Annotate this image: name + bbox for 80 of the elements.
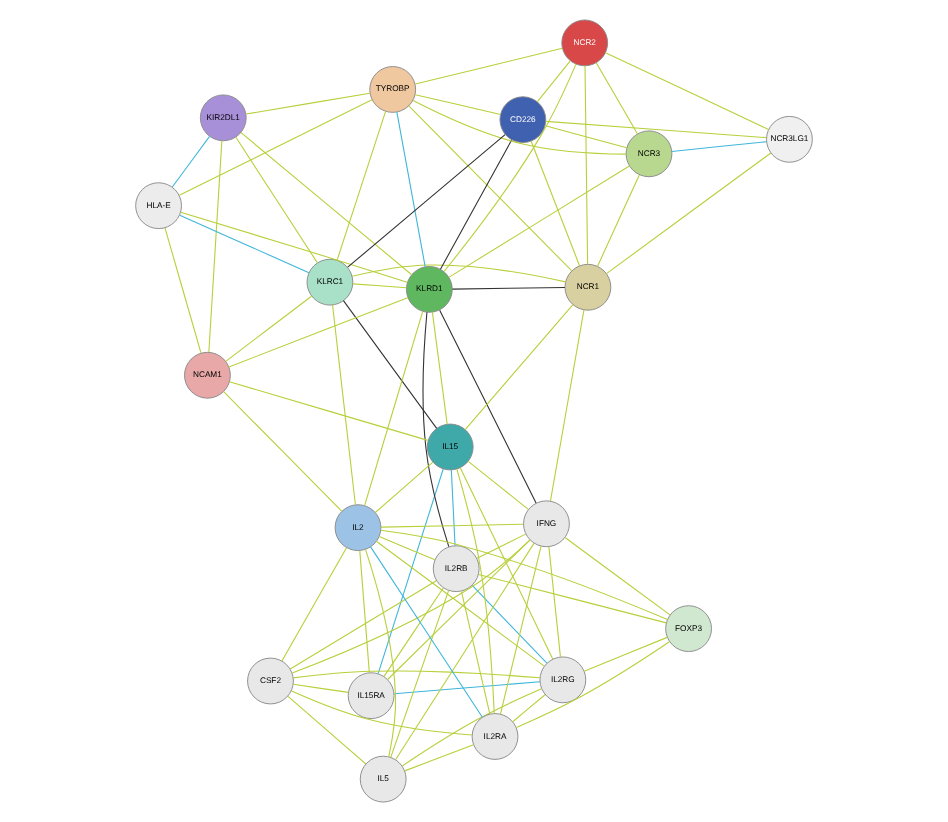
connector bbox=[281, 547, 348, 662]
connector bbox=[332, 304, 356, 506]
connector bbox=[595, 62, 638, 135]
connector bbox=[515, 641, 670, 729]
connector bbox=[228, 381, 429, 441]
connector bbox=[401, 688, 543, 767]
connector bbox=[450, 469, 456, 547]
connector bbox=[380, 529, 669, 621]
connector bbox=[292, 670, 541, 679]
connector bbox=[374, 461, 434, 514]
connector bbox=[544, 125, 628, 149]
connector bbox=[408, 105, 573, 272]
connector bbox=[359, 550, 370, 674]
connector bbox=[291, 539, 531, 674]
connector bbox=[414, 94, 502, 116]
connector bbox=[240, 132, 412, 276]
connector bbox=[605, 152, 772, 275]
connector bbox=[548, 546, 561, 658]
connector bbox=[512, 694, 546, 723]
connector bbox=[376, 540, 545, 667]
connector bbox=[380, 523, 524, 528]
connector bbox=[422, 311, 450, 548]
connector bbox=[584, 65, 589, 265]
connector bbox=[291, 690, 473, 736]
connector bbox=[499, 545, 542, 715]
connector bbox=[460, 590, 491, 715]
connector bbox=[604, 52, 770, 131]
connector bbox=[347, 134, 506, 268]
connector bbox=[404, 744, 475, 772]
connector bbox=[289, 580, 437, 670]
connector bbox=[171, 135, 211, 188]
connector bbox=[228, 297, 409, 368]
connector bbox=[414, 47, 563, 85]
connector bbox=[443, 63, 577, 272]
connector bbox=[467, 460, 529, 510]
connector bbox=[393, 681, 541, 695]
connector bbox=[235, 136, 318, 264]
connector bbox=[377, 468, 444, 675]
connector bbox=[364, 311, 424, 507]
connector bbox=[412, 100, 627, 155]
connector bbox=[536, 60, 571, 103]
connector bbox=[390, 590, 450, 758]
connector bbox=[439, 139, 513, 270]
connector bbox=[164, 227, 202, 354]
connector bbox=[225, 295, 313, 362]
connector bbox=[351, 264, 566, 283]
connector bbox=[342, 300, 438, 429]
connector bbox=[352, 283, 407, 289]
connector bbox=[370, 546, 483, 718]
connector bbox=[459, 467, 554, 660]
connector bbox=[431, 311, 448, 425]
connector bbox=[180, 211, 408, 283]
connector bbox=[383, 587, 444, 677]
connector bbox=[364, 548, 397, 758]
connector bbox=[476, 533, 527, 559]
connector bbox=[464, 304, 574, 431]
connector bbox=[564, 536, 671, 616]
connector bbox=[477, 573, 667, 624]
connector bbox=[596, 174, 640, 267]
connector bbox=[545, 120, 767, 139]
connector bbox=[456, 468, 495, 715]
connector bbox=[378, 535, 436, 561]
connector bbox=[671, 141, 768, 152]
connector bbox=[178, 99, 373, 196]
connector bbox=[287, 695, 367, 765]
connector bbox=[292, 683, 349, 693]
connector bbox=[223, 391, 343, 512]
connector bbox=[439, 309, 537, 504]
connector bbox=[208, 140, 223, 353]
connector bbox=[179, 214, 310, 274]
connector bbox=[530, 140, 581, 267]
connector bbox=[395, 542, 535, 761]
connector bbox=[245, 92, 371, 115]
connector bbox=[471, 584, 548, 664]
connector bbox=[448, 165, 630, 278]
connector bbox=[451, 287, 566, 290]
connector bbox=[583, 636, 668, 672]
connector bbox=[396, 111, 426, 268]
connector bbox=[336, 110, 387, 261]
connector bbox=[549, 309, 585, 502]
